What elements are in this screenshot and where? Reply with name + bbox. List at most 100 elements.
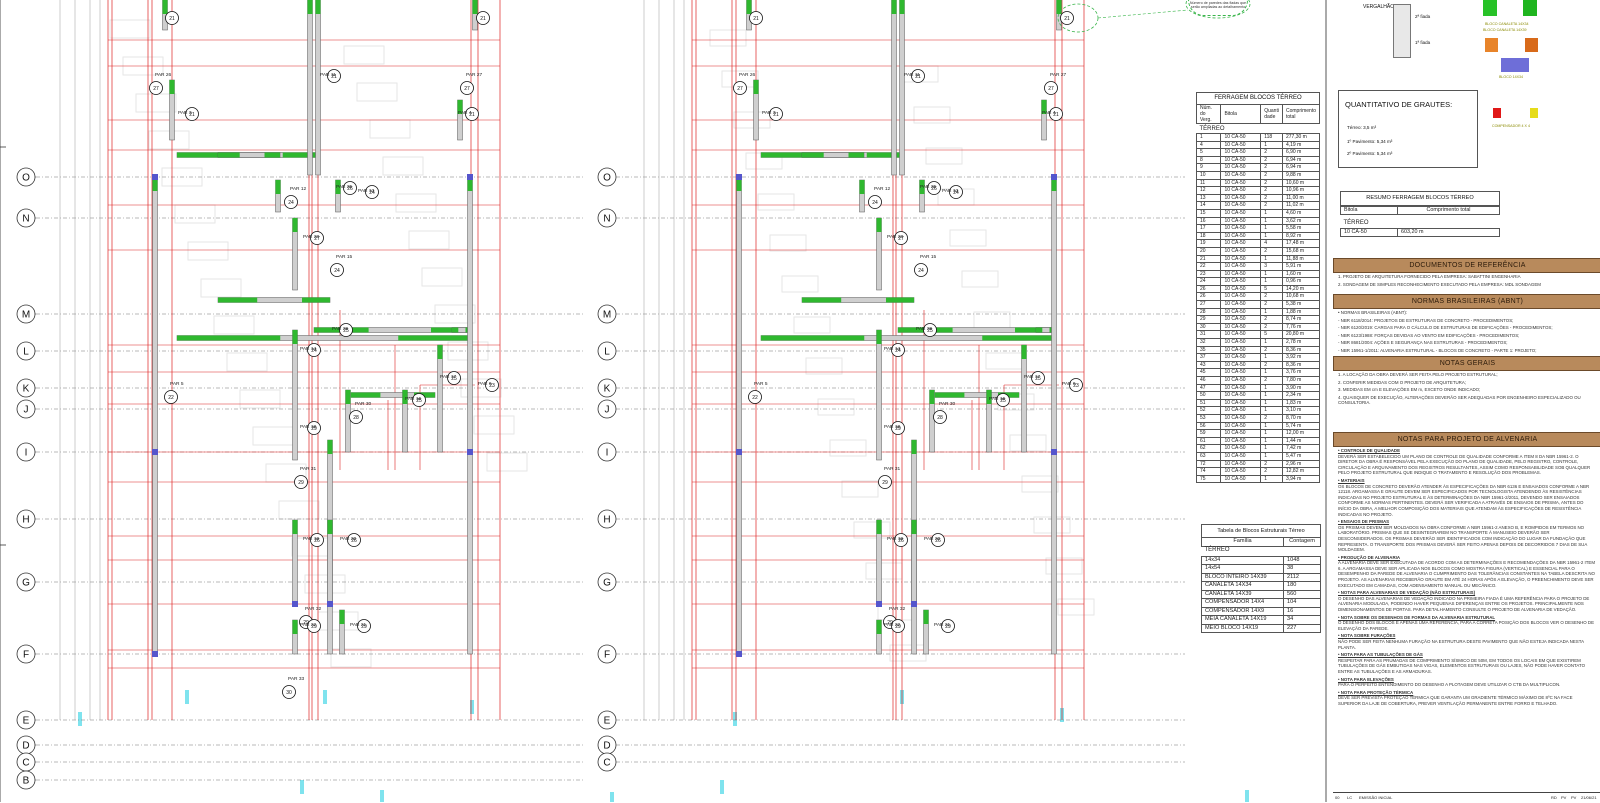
wall-tag-circle (307, 619, 321, 633)
masonry-wall (315, 0, 321, 176)
rev-col-2: PV (1571, 795, 1577, 800)
ferragem-cell: 50 (1195, 391, 1222, 400)
compensador-block (467, 174, 473, 180)
ferragem-cell: 10 CA-50 (1220, 421, 1262, 431)
ferragem-cell: 2 (1260, 148, 1283, 157)
canaleta-blocks (866, 152, 902, 158)
ferragem-cell: 8,36 m (1281, 360, 1321, 370)
wall-label: PAR 33 (288, 676, 305, 682)
bg-fixture (187, 241, 229, 261)
alvenaria-note-text: DEVERÁ SER ESTABELECIDO UM PLANO DE CONT… (1338, 453, 1591, 476)
wall-tag-circle (284, 195, 298, 209)
ferragem-cell: 15 (1195, 208, 1222, 218)
ferragem-cell: 2,34 m (1281, 391, 1321, 400)
ferragem-cell: 1 (1260, 338, 1283, 347)
wall-tag-code: 29 (945, 624, 951, 630)
grid-axis-label: B (23, 776, 30, 787)
grid-axis-bubble (597, 399, 617, 419)
bg-fixture (239, 389, 281, 409)
bg-fixture (356, 82, 398, 102)
masonry-wall (307, 0, 313, 176)
estrutura-cell: 34 (1283, 615, 1321, 625)
ferragem-cell: 2 (1260, 459, 1283, 469)
wall-label: PAR 21 (934, 622, 951, 628)
wall-tag-circle (769, 107, 783, 121)
note-line: 1. A LOCAÇÃO DA OBRA DEVERÁ SER FEITA PE… (1338, 372, 1498, 377)
bg-fixture (961, 270, 999, 288)
masonry-wall (891, 0, 897, 176)
wall-tag-code: 21 (331, 74, 337, 80)
ferragem-cell: 10 CA-50 (1220, 467, 1262, 476)
ferragem-cell: 1 (1260, 474, 1283, 484)
legend-vergalhao: VERGALHÃO (1363, 4, 1395, 10)
ferragem-cell: 10 CA-50 (1220, 444, 1262, 453)
ferragem-cell: 3,92 m (1281, 353, 1321, 362)
ferragem-cell: 10 CA-50 (1220, 262, 1262, 271)
ferragem-table-box: FERRAGEM BLOCOS TÉRREO Núm. do Verg. Bit… (1195, 92, 1321, 484)
canaleta-blocks (919, 180, 925, 194)
estrutura-cell: CANALETA 14X39 (1201, 589, 1284, 599)
ferragem-cell: 10 CA-50 (1220, 170, 1262, 180)
wall-label: PAR 4 (458, 110, 472, 116)
ferragem-cell: 7,42 m (1281, 444, 1321, 453)
wall-tag-code: 26 (935, 538, 941, 544)
block-3d-icon (1393, 4, 1411, 58)
legend-fiada1: 1ª fiada (1415, 40, 1431, 45)
alvenaria-note-title: • NOTAS PARA ALVENARIAS DE VEDAÇÃO (NÃO … (1338, 590, 1476, 596)
ferragem-cell: 62 (1195, 444, 1222, 453)
ferragem-cell: 10 CA-50 (1220, 429, 1262, 438)
wall-label: PAR 12 (874, 186, 891, 192)
wall-tag-code: 29 (298, 480, 304, 486)
wall-tag-code: 27 (898, 236, 904, 242)
ferragem-cell: 9,88 m (1281, 170, 1321, 180)
grautes-line-2: 2º Pavimento: 5,34 m³ (1347, 151, 1393, 156)
ferragem-cell: 1 (1195, 133, 1222, 142)
estrutura-cell: COMPENSADOR 14X9 (1201, 606, 1284, 616)
ferragem-cell: 5 (1260, 330, 1283, 340)
ferragem-cell: 2 (1260, 413, 1283, 423)
ferragem-cell: 16 (1195, 216, 1222, 226)
rev-col-0: RD (1551, 795, 1557, 800)
cloud-note: Número de paredes das fiadas que serão a… (1188, 0, 1248, 16)
wall-tag-circle (365, 185, 379, 199)
estrutura-cell: 560 (1283, 589, 1321, 599)
bg-fixture (805, 357, 843, 375)
bg-fixture (757, 193, 795, 211)
canaleta-blocks (923, 610, 929, 624)
ferragem-cell: 14,20 m (1281, 284, 1321, 294)
bg-fixture (408, 230, 450, 250)
canaleta-blocks (339, 610, 345, 624)
ferragem-cell: 2 (1260, 163, 1283, 172)
resumo-h1: Comprimento total (1397, 206, 1500, 215)
ferragem-cell: 53 (1195, 413, 1222, 423)
ferragem-cell: 10 CA-50 (1220, 383, 1262, 393)
ferragem-cell: 3,90 m (1281, 383, 1321, 393)
wall-tag-circle (339, 323, 353, 337)
masonry-wall (736, 176, 742, 655)
note-line: • NORMAS BRASILEIRAS (ABNT): (1338, 310, 1408, 315)
bg-fixture (109, 19, 151, 39)
bg-mark (720, 780, 724, 794)
wall-tag-code: 29 (311, 426, 317, 432)
canaleta-blocks (327, 520, 333, 534)
wall-tag-circle (347, 533, 361, 547)
ferragem-cell: 2 (1260, 193, 1283, 203)
grid-axis-label: K (23, 384, 30, 395)
ferragem-cell: 10 CA-50 (1220, 315, 1262, 324)
wall-tag-circle (476, 11, 490, 25)
wall-tag-circle (294, 475, 308, 489)
ferragem-cell: 2 (1260, 315, 1283, 324)
wall-label: PAR 26 (739, 72, 756, 78)
bg-mark (733, 712, 737, 726)
